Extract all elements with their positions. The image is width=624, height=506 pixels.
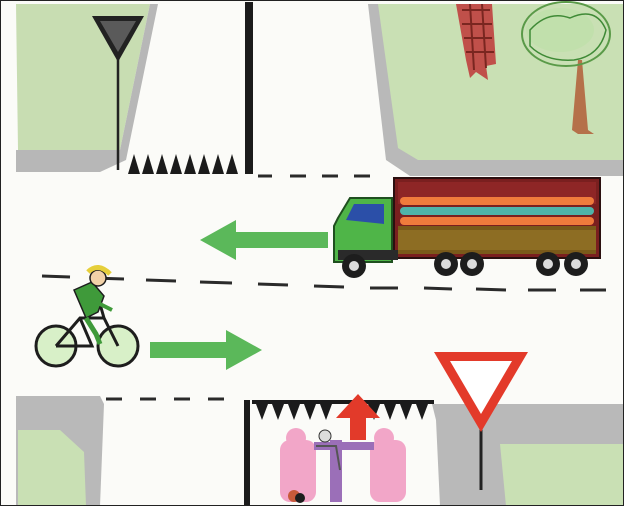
road-edge-bottom — [244, 400, 250, 506]
road-edge-top — [245, 2, 253, 174]
grass-bottom-left — [16, 396, 104, 506]
grass-bottom-right — [432, 404, 624, 506]
